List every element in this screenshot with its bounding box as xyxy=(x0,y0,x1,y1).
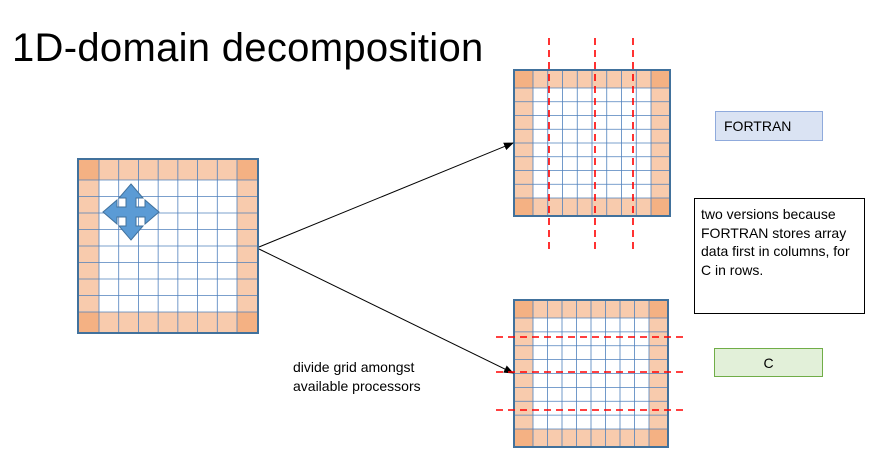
halo-corner xyxy=(514,429,533,447)
source-grid xyxy=(77,158,259,334)
split-lines xyxy=(496,38,687,411)
grid-frame xyxy=(77,158,259,334)
halo-corner xyxy=(514,198,533,216)
halo-corner xyxy=(514,70,533,88)
halo-corner xyxy=(649,429,668,447)
fortran-label: FORTRAN xyxy=(715,111,823,141)
slide-title: 1D-domain decomposition xyxy=(12,26,484,70)
halo-corner xyxy=(651,70,670,88)
grid-frame xyxy=(513,299,669,448)
halo-bottom xyxy=(78,312,258,333)
halo-corner xyxy=(649,300,668,318)
halo-corner xyxy=(78,312,99,333)
grid-frame xyxy=(513,69,671,217)
halo-corner xyxy=(237,312,258,333)
move-arrows-icon xyxy=(102,183,160,241)
arrow-to-c xyxy=(258,248,514,374)
c-label: C xyxy=(714,348,823,377)
halo-corner xyxy=(78,159,99,180)
explanation-note: two versions because FORTRAN stores arra… xyxy=(694,198,865,314)
halo-corner xyxy=(651,198,670,216)
fortran-grid xyxy=(513,69,671,217)
halo-corner xyxy=(514,300,533,318)
c-grid xyxy=(513,299,669,448)
halo-top xyxy=(78,159,258,180)
halo-corner xyxy=(237,159,258,180)
arrow-to-fortran xyxy=(258,142,514,248)
divide-caption: divide grid amongst available processors xyxy=(293,359,421,394)
